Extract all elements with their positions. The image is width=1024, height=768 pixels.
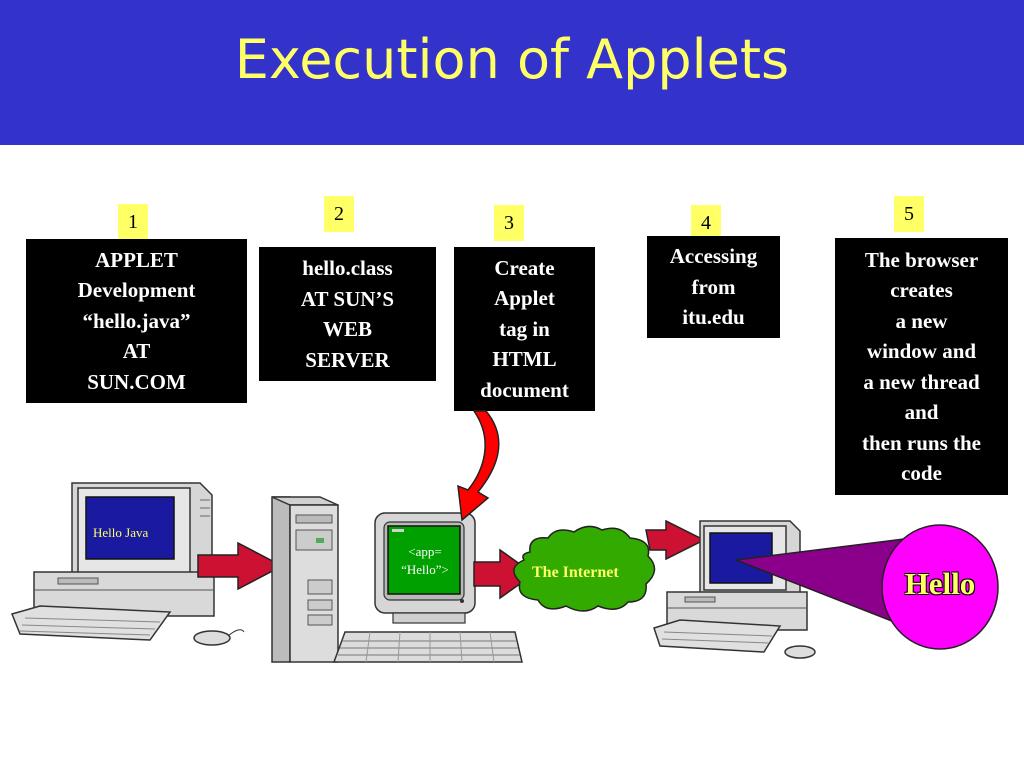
server-tower (271, 496, 339, 663)
arrow-to-server (197, 541, 284, 591)
server-screen-text: <app= “Hello”> (401, 544, 449, 577)
step-box-2: hello.class AT SUN’S WEB SERVER (259, 247, 436, 381)
internet-cloud (513, 525, 656, 612)
step-number-2: 2 (324, 196, 354, 232)
arrow-applet-tag (457, 410, 500, 522)
server-terminal (332, 512, 523, 663)
developer-computer (10, 482, 245, 646)
internet-label: The Internet (532, 564, 619, 581)
arrow-to-internet (473, 548, 536, 600)
developer-screen (85, 496, 175, 560)
step-box-5: The browser creates a new window and a n… (835, 238, 1008, 495)
arrow-to-client (645, 519, 706, 561)
slide-title: Execution of Applets (234, 28, 790, 91)
step-number-4: 4 (691, 205, 721, 241)
title-banner (0, 0, 1024, 145)
step-number-1: 1 (118, 204, 148, 240)
hello-output-circle (881, 524, 999, 650)
step-box-1: APPLET Development “hello.java” AT SUN.C… (26, 239, 247, 403)
hello-output-text: Hello (904, 566, 976, 601)
step-box-4: Accessing from itu.edu (647, 236, 780, 338)
server-screen (387, 525, 461, 595)
step-number-5: 5 (894, 196, 924, 232)
step-number-3: 3 (494, 205, 524, 241)
step-box-3: Create Applet tag in HTML document (454, 247, 595, 411)
developer-screen-text: Hello Java (93, 525, 149, 540)
